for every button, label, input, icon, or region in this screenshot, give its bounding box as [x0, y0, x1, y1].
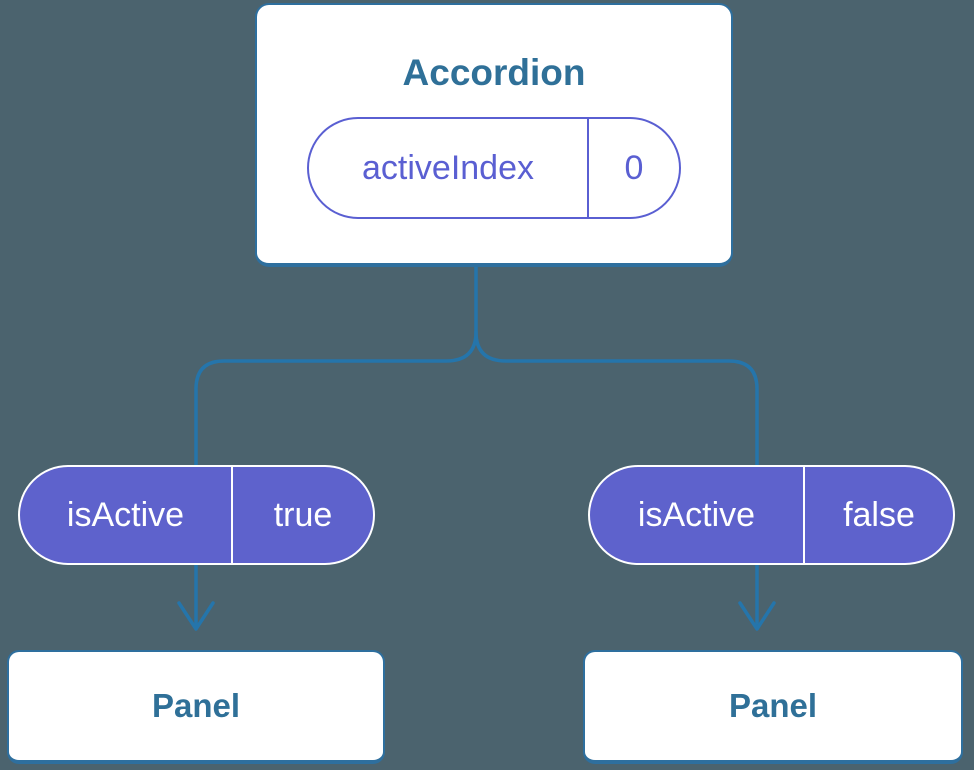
- prop-pill-isactive-false: isActive false: [588, 465, 955, 565]
- arrowhead-down-left-icon: [177, 601, 215, 631]
- state-pill-label: activeIndex: [362, 148, 534, 187]
- prop-pill-label: isActive: [66, 495, 185, 534]
- panel-title: Panel: [151, 687, 241, 724]
- panel-card-right: Panel: [583, 650, 963, 764]
- arrowhead-down-right-icon: [738, 601, 776, 631]
- connector-right-branch: [474, 330, 759, 629]
- state-pill-value: 0: [587, 119, 679, 217]
- panel-title: Panel: [728, 687, 818, 724]
- accordion-component-card: Accordion activeIndex 0: [255, 3, 733, 267]
- prop-pill-isactive-true: isActive true: [18, 465, 375, 565]
- accordion-title: Accordion: [402, 52, 586, 93]
- state-pill: activeIndex 0: [307, 117, 681, 219]
- prop-pill-value: false: [803, 467, 953, 563]
- panel-card-left: Panel: [7, 650, 385, 764]
- prop-pill-value: true: [231, 467, 373, 563]
- connector-left-branch: [194, 264, 478, 629]
- prop-pill-label: isActive: [637, 495, 756, 534]
